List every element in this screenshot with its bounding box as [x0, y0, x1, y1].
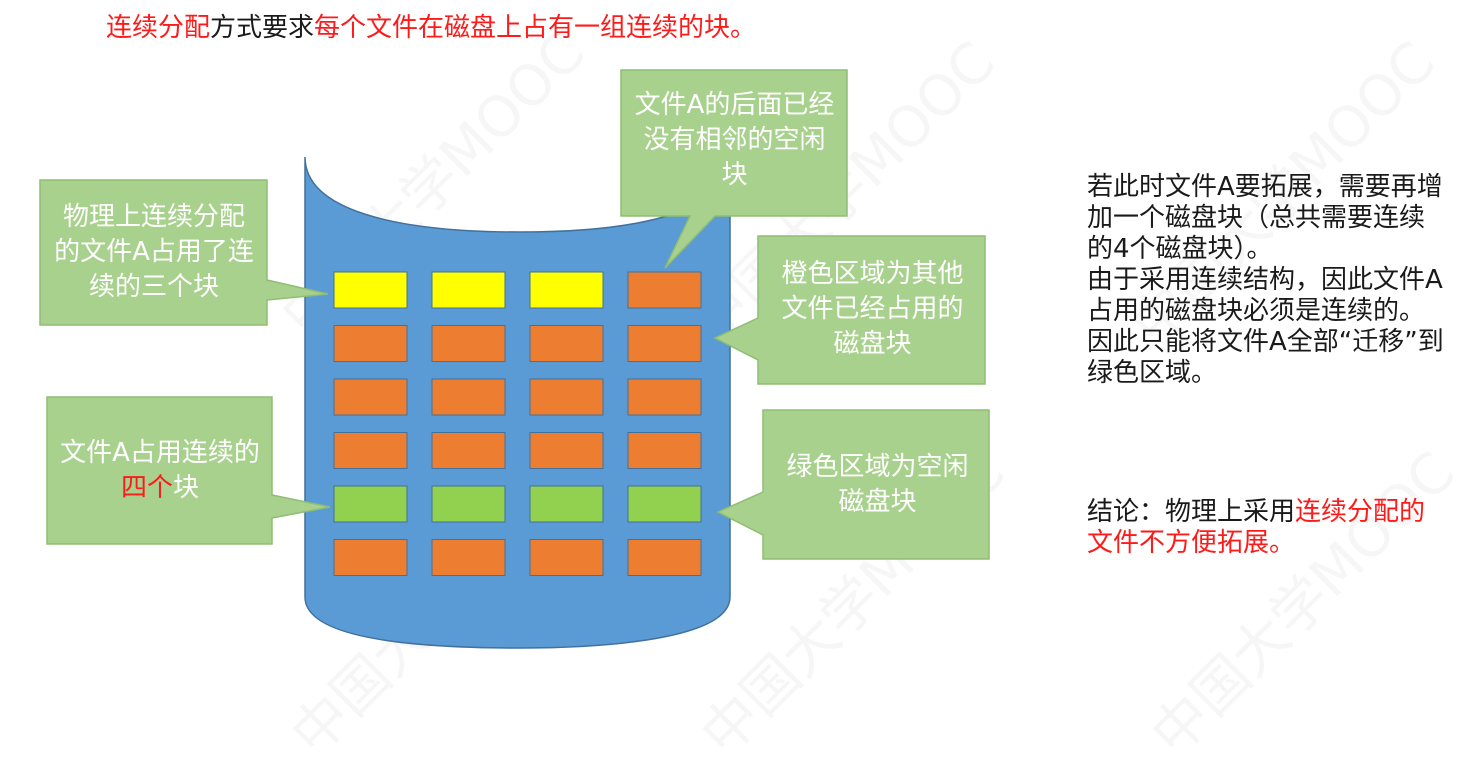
page-title: 连续分配方式要求每个文件在磁盘上占有一组连续的块。	[106, 10, 756, 46]
disk-block-used	[627, 271, 702, 309]
disk-block-file-a	[431, 271, 506, 309]
side-para-2: 由于采用连续结构，因此文件A占用的磁盘块必须是连续的。	[1087, 265, 1443, 326]
disk-block-used	[431, 432, 506, 469]
callout-file-a-three-text: 物理上连续分配的文件A占用了连续的三个块	[54, 201, 254, 302]
callout-box-file-a-four	[46, 396, 331, 545]
callout-four-highlight: 四个	[120, 473, 173, 503]
callout-box-orange-legend	[713, 235, 986, 385]
disk-block-free	[627, 485, 702, 523]
callout-orange-legend-text: 橙色区域为其他文件已经占用的磁盘块	[781, 258, 964, 359]
callout-box-file-a-three	[39, 179, 329, 326]
conclusion-highlight: 连续分配的文件不方便拓展。	[1087, 497, 1426, 558]
callout-no-adjacent-text: 文件A的后面已经没有相邻的空闲块	[634, 89, 835, 190]
disk-block-used	[529, 378, 604, 416]
disk-block-used	[431, 325, 506, 362]
disk-block-used	[431, 539, 506, 576]
disk-block-file-a	[529, 271, 604, 309]
disk-block-used	[333, 539, 408, 576]
callout-green-legend-text: 绿色区域为空闲磁盘块	[786, 452, 969, 517]
title-highlight-2: 每个文件在磁盘上占有一组连续的块。	[314, 13, 757, 43]
disk-block-used	[529, 432, 604, 469]
title-text: 方式要求	[210, 13, 315, 43]
side-explanation: 若此时文件A要拓展，需要再增加一个磁盘块（总共需要连续的4个磁盘块）。 由于采用…	[1087, 172, 1447, 389]
disk-block-used	[333, 378, 408, 416]
disk-block-used	[627, 539, 702, 576]
disk-block-used	[627, 432, 702, 469]
callout-four-suffix: 块	[173, 473, 200, 503]
disk-block-free	[333, 485, 408, 523]
disk-block-grid	[333, 271, 702, 576]
side-conclusion: 结论：物理上采用连续分配的文件不方便拓展。	[1087, 497, 1447, 559]
disk-cylinder	[304, 156, 731, 649]
callout-box-green-legend	[716, 409, 990, 560]
disk-block-used	[333, 432, 408, 469]
disk-block-used	[627, 325, 702, 362]
disk-diagram	[39, 69, 990, 649]
callout-box-no-adjacent	[620, 69, 848, 269]
side-para-1: 若此时文件A要拓展，需要再增加一个磁盘块（总共需要连续的4个磁盘块）。	[1087, 172, 1443, 264]
callout-four-prefix: 文件A占用连续的	[60, 438, 260, 468]
callout-file-a-four-text: 文件A占用连续的四个块	[55, 410, 265, 530]
disk-block-used	[529, 325, 604, 362]
disk-block-free	[431, 485, 506, 523]
side-para-3: 因此只能将文件A全部“迁移”到绿色区域。	[1087, 327, 1444, 388]
title-highlight-1: 连续分配	[106, 13, 211, 43]
disk-block-used	[529, 539, 604, 576]
disk-block-free	[529, 485, 604, 523]
disk-block-used	[627, 378, 702, 416]
conclusion-prefix: 结论：物理上采用	[1087, 497, 1296, 527]
disk-block-used	[431, 378, 506, 416]
disk-block-file-a	[333, 271, 408, 309]
disk-block-used	[333, 325, 408, 362]
